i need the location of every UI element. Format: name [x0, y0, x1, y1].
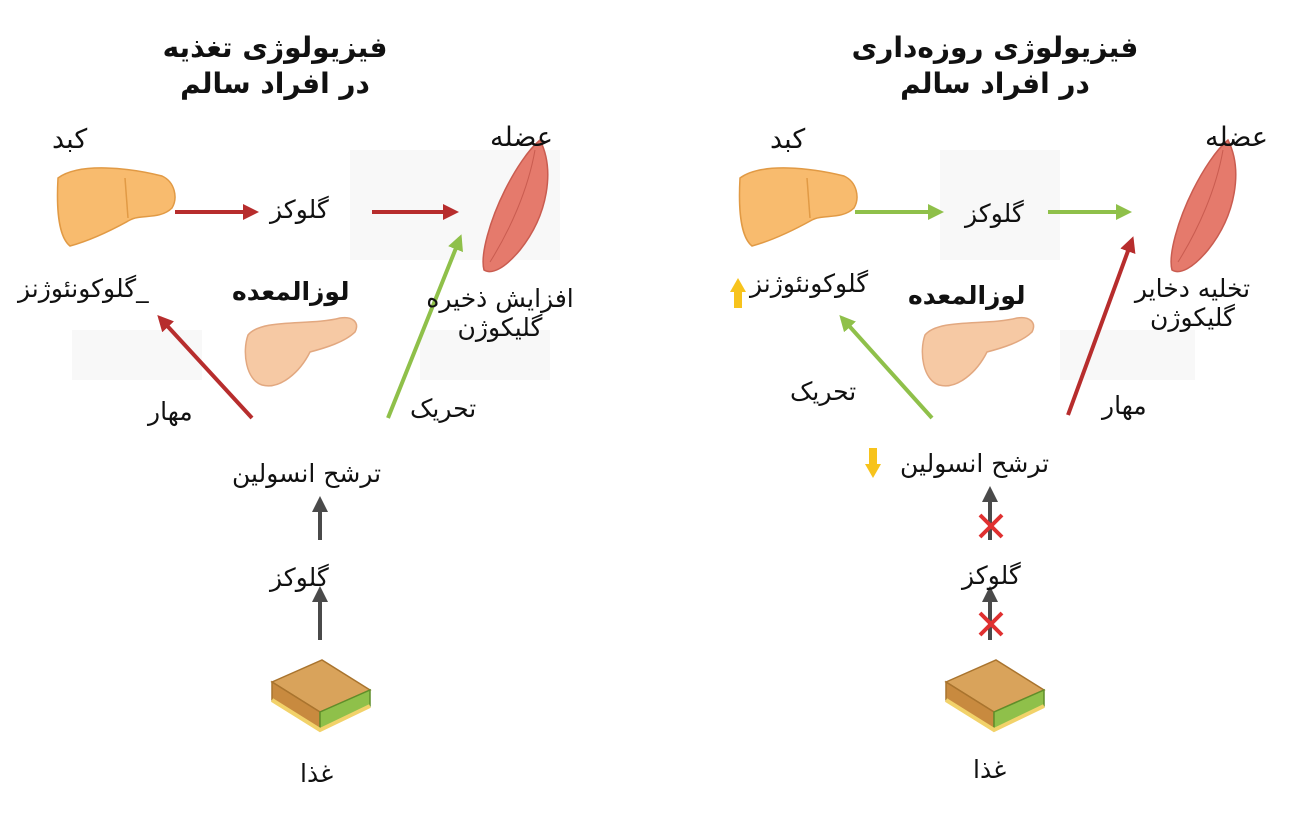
left-title-line1: فیزیولوژی تغذیه [162, 31, 388, 64]
right-title-line2: در افراد سالم [900, 67, 1090, 101]
right-food-label: غذا [973, 755, 1007, 784]
left-muscle-effect: افزایش ذخیره گلیکوژن [420, 284, 580, 343]
right-glucose-bottom: گلوکز [962, 561, 1021, 590]
arrow-inhibit [157, 315, 254, 420]
food-icon [270, 659, 372, 733]
down-arrow-icon [865, 448, 881, 478]
right-liver-label: کبد [770, 124, 806, 155]
liver-icon [56, 167, 176, 247]
right-muscle-label: عضله [1205, 122, 1268, 153]
right-inhibit-label: مهار [1102, 391, 1147, 420]
liver-icon [738, 167, 858, 247]
blocked-cross-icon [978, 611, 1004, 637]
right-stimulate-label: تحریک [790, 377, 857, 406]
food-icon [944, 659, 1046, 733]
right-insulin-label: ترشح انسولین [900, 449, 1050, 478]
right-muscle-effect-line2: گلیکوژن [1150, 302, 1235, 332]
left-insulin-label: ترشح انسولین [232, 459, 382, 488]
right-gluconeogenesis: گلوکونئوژنز [750, 269, 869, 298]
muscle-icon [1170, 138, 1237, 273]
left-inhibit-label: مهار [148, 397, 193, 426]
left-glucose-mid: گلوکز [270, 195, 329, 224]
blocked-cross-icon [978, 513, 1004, 539]
arrow-stimulate [386, 234, 463, 419]
muscle-icon [482, 138, 549, 273]
right-muscle-effect: تخلیه دخایر گلیکوژن [1110, 274, 1275, 333]
left-muscle-label: عضله [490, 122, 553, 153]
backdrop [940, 150, 1060, 260]
arrow-inhibit [1066, 236, 1136, 416]
left-muscle-effect-line1: افزایش ذخیره [426, 284, 574, 313]
right-title-line1: فیزیولوژی روزه‌داری [851, 31, 1139, 64]
left-glucose-bottom: گلوکز [270, 563, 329, 592]
backdrop [420, 330, 550, 380]
pancreas-icon [244, 316, 358, 387]
left-food-label: غذا [300, 759, 334, 788]
right-pancreas-label: لوزالمعده [908, 281, 1026, 310]
left-liver-label: کبد [52, 124, 88, 155]
right-muscle-effect-line1: تخلیه دخایر [1134, 274, 1251, 303]
left-pancreas-label: لوزالمعده [232, 277, 350, 306]
left-stimulate-label: تحریک [410, 394, 477, 423]
pancreas-icon [921, 316, 1035, 387]
left-title-line2: در افراد سالم [180, 67, 370, 101]
right-glucose-mid: گلوکز [965, 199, 1024, 228]
arrow-stimulate [839, 315, 934, 420]
left-title: فیزیولوژی تغذیه در افراد سالم [150, 30, 400, 103]
up-arrow-icon [730, 278, 746, 308]
right-title: فیزیولوژی روزه‌داری در افراد سالم [845, 30, 1145, 103]
left-muscle-effect-line2: گلیکوژن [457, 312, 543, 342]
left-gluconeogenesis: _گلوکونئوژنز [18, 274, 149, 303]
